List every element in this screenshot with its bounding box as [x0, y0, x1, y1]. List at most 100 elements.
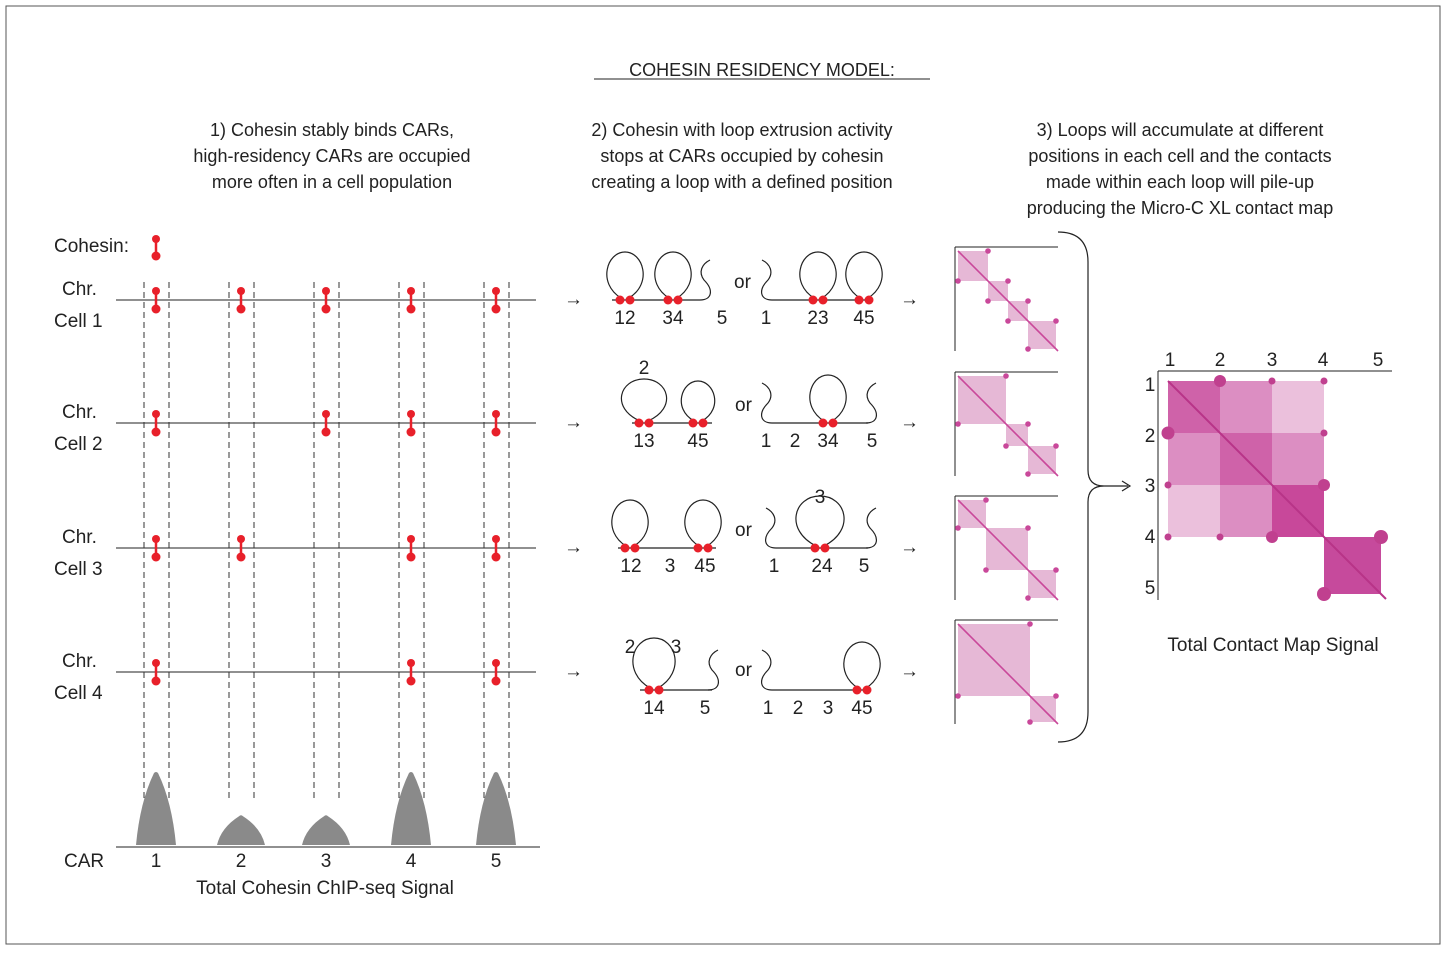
car-number-5: 5	[491, 851, 502, 872]
cohesin-anchor	[820, 543, 830, 553]
loop-corner-dot	[1025, 346, 1031, 352]
map-top-number-5: 5	[1373, 350, 1384, 371]
cohesin-anchor	[615, 295, 625, 305]
contact-anchor-dot	[1318, 479, 1330, 491]
chr-label: Chr.	[62, 279, 97, 300]
car-index-label: 3	[823, 698, 834, 719]
loop-corner-dot	[1005, 278, 1011, 284]
contact-block-2-1	[1168, 433, 1220, 485]
column-1-header: 1) Cohesin stably binds CARs, high-resid…	[193, 120, 470, 192]
cohesin-anchor	[864, 295, 874, 305]
cohesin-bound-car-4	[406, 535, 416, 562]
loop-corner-dot	[1003, 373, 1009, 379]
car-index-label: 23	[807, 308, 828, 329]
chr-label: Chr.	[62, 527, 97, 548]
chromatin-free-end	[865, 507, 877, 549]
loop-corner-dot	[955, 278, 961, 284]
chromatin-loop	[809, 374, 847, 422]
map-left-number-2: 2	[1145, 426, 1156, 447]
map-diagonal	[957, 250, 1059, 352]
map-top-number-4: 4	[1318, 350, 1329, 371]
figure-title: COHESIN RESIDENCY MODEL:	[629, 60, 895, 80]
looped-car-label: 3	[815, 487, 826, 508]
loop-corner-dot	[955, 525, 961, 531]
map-left-number-1: 1	[1145, 375, 1156, 396]
loop-corner-dot	[985, 298, 991, 304]
cohesin-bound-car-2	[236, 535, 246, 562]
cohesin-bound-car-1	[151, 287, 161, 314]
car-index-label: 12	[614, 308, 635, 329]
car-axis-label: CAR	[64, 851, 104, 872]
contact-block-3-2	[1220, 485, 1272, 537]
map-top-number-1: 1	[1165, 350, 1176, 371]
chromatin-loop	[654, 251, 692, 299]
cohesin-anchor	[663, 295, 673, 305]
cohesin-bound-car-4	[406, 410, 416, 437]
map-left-number-5: 5	[1145, 578, 1156, 599]
car-index-label: 45	[853, 308, 874, 329]
loop-corner-dot	[1053, 693, 1059, 699]
chromatin-free-end	[761, 259, 773, 301]
step-arrow: →	[564, 412, 583, 433]
chromosome-row-4: Chr.Cell 4	[54, 651, 536, 704]
contact-block-1-2	[1220, 381, 1272, 433]
car-index-label: 5	[859, 556, 870, 577]
cell-3-option-a: 12 3 45	[611, 499, 722, 577]
cohesin-anchor	[644, 418, 654, 428]
chromatin-free-end	[761, 649, 773, 691]
car-index-label: 3	[665, 556, 676, 577]
cohesin-anchor	[810, 543, 820, 553]
car-index-label: 34	[817, 431, 839, 452]
cohesin-anchor	[644, 685, 654, 695]
cohesin-anchor	[693, 543, 703, 553]
cohesin-legend-icon	[151, 235, 161, 261]
chip-peak-car-1	[136, 772, 176, 845]
loop-corner-dot	[1025, 421, 1031, 427]
cohesin-bound-car-1	[151, 410, 161, 437]
car-index-label: 45	[694, 556, 715, 577]
chromatin-loop	[611, 499, 649, 547]
cohesin-bound-car-4	[406, 287, 416, 314]
step-arrow: →	[564, 289, 583, 310]
contact-anchor-dot	[1164, 481, 1172, 489]
cohesin-anchor	[818, 418, 828, 428]
cohesin-anchor	[625, 295, 635, 305]
map-top-number-2: 2	[1215, 350, 1226, 371]
loop-corner-dot	[1053, 567, 1059, 573]
chromatin-loop	[684, 499, 722, 547]
cohesin-legend-label: Cohesin:	[54, 236, 129, 257]
column-1-line-3: more often in a cell population	[212, 172, 452, 192]
loop-corner-dot	[1027, 719, 1033, 725]
or-label: or	[735, 520, 753, 541]
cohesin-anchor	[654, 685, 664, 695]
cohesin-bound-car-2	[236, 287, 246, 314]
car-number-4: 4	[406, 851, 417, 872]
chromatin-loop	[632, 637, 676, 689]
map-top-number-3: 3	[1267, 350, 1278, 371]
cell-label: Cell 1	[54, 311, 103, 332]
cohesin-bound-car-5	[491, 535, 501, 562]
car-index-label: 2	[793, 698, 804, 719]
map-left-number-3: 3	[1145, 476, 1156, 497]
step-arrow: →	[564, 661, 583, 682]
or-label: or	[734, 272, 752, 293]
contact-block-2-3	[1272, 433, 1324, 485]
column-3-line-1: 3) Loops will accumulate at different	[1037, 120, 1324, 140]
chromatin-loop	[845, 251, 883, 299]
contact-anchor-dot	[1161, 426, 1175, 440]
cell-label: Cell 4	[54, 683, 103, 704]
chromosome-row-2: Chr.Cell 2	[54, 402, 536, 455]
cohesin-anchor	[673, 295, 683, 305]
chromatin-loop	[795, 495, 845, 547]
cell-3-contact-map	[954, 495, 1059, 601]
car-index-label: 5	[717, 308, 728, 329]
map-caption: Total Contact Map Signal	[1167, 635, 1378, 656]
car-index-label: 12	[620, 556, 641, 577]
loop-corner-dot	[983, 497, 989, 503]
